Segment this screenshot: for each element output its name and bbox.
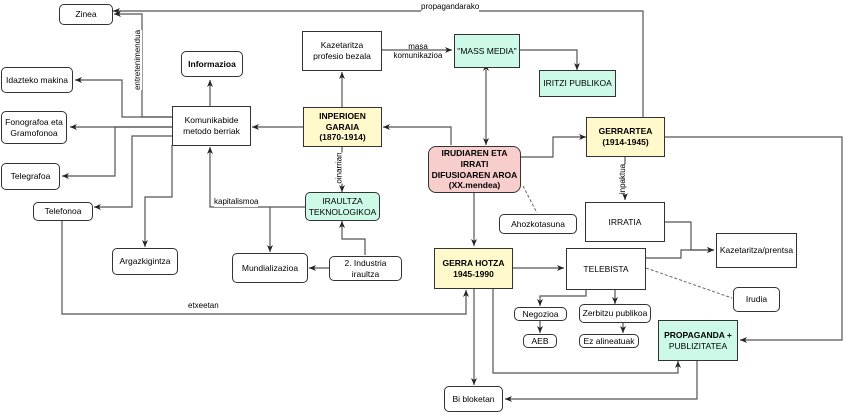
node-zinea[interactable]: Zinea — [59, 4, 113, 25]
edge-irudiaren-gerrartea — [521, 134, 586, 158]
node-propaganda-sub: PUBLIZITATEA — [668, 340, 728, 351]
node-mass-media[interactable]: "MASS MEDIA" — [454, 34, 520, 68]
edge-telefonoa — [94, 135, 172, 210]
node-mundializazioa-label: Mundializazioa — [241, 262, 299, 273]
node-ahozkotasuna[interactable]: Ahozkotasuna — [499, 214, 577, 234]
node-gerrartea-title: GERRARTEA — [598, 126, 653, 137]
node-irudia-label: Irudia — [745, 294, 768, 305]
edge-entretenimendua — [114, 11, 172, 118]
node-telebista-label: TELEBISTA — [583, 263, 629, 274]
edge-telebista-kazetaritza — [646, 247, 714, 259]
node-telebista[interactable]: TELEBISTA — [566, 248, 646, 290]
node-gerrartea[interactable]: GERRARTEA (1914-1945) — [586, 117, 665, 157]
label-oinarrian: oinarrian — [334, 152, 344, 184]
node-telefonoa-label: Telefonoa — [44, 206, 82, 217]
edge-industria-iraultza — [339, 221, 366, 255]
node-fonografoa-label: Fonografoa eta Gramofonoa — [5, 116, 63, 138]
edge-gerrahotza-propaganda — [492, 289, 681, 374]
edge-dashed-ahozkotasuna — [522, 185, 538, 214]
node-irudiaren-title: IRUDIAREN ETA IRRATI DIFUSIOAREN AROA — [431, 148, 518, 180]
edge-kapitalismoa — [207, 147, 305, 208]
node-komunikabide-label: Komunikabide metodo berriak — [183, 115, 240, 136]
node-kazetaritza-prentsa[interactable]: Kazetaritza/prentsa — [716, 233, 797, 268]
edge-etxeetan — [61, 218, 469, 315]
edge-irudiaren-inperioen — [383, 124, 452, 145]
node-zerbitzu-label: Zerbitzu publikoa — [582, 308, 648, 319]
node-gerra-hotza-title: GERRA HOTZA — [442, 257, 505, 268]
node-iraultza-label: IRAULTZA TEKNOLOGIKOA — [308, 195, 377, 217]
edge-telegrafoa — [62, 126, 172, 179]
node-zinea-label: Zinea — [75, 9, 97, 20]
label-propagandarako: propagandarako — [421, 2, 480, 12]
node-telefonoa[interactable]: Telefonoa — [33, 202, 93, 221]
edge-propaganda-bibloketan — [505, 361, 698, 402]
node-industria-iraultza-label: 2. Industria iraultza — [344, 257, 387, 279]
node-komunikabide[interactable]: Komunikabide metodo berriak — [172, 106, 251, 146]
node-industria-iraultza[interactable]: 2. Industria iraultza — [329, 256, 402, 281]
edge-propagandarako — [113, 8, 644, 117]
node-irudia[interactable]: Irudia — [733, 287, 780, 312]
label-etxeetan: etxeetan — [188, 301, 219, 311]
node-telegrafoa-label: Telegrafoa — [10, 171, 51, 182]
node-negozioa-label: Negozioa — [522, 308, 559, 319]
node-aeb[interactable]: AEB — [523, 334, 557, 348]
node-iritzi-publikoa-label: IRITZI PUBLIKOA — [543, 78, 612, 89]
label-kapitalismoa: kapitalismoa — [214, 197, 259, 207]
node-irratia[interactable]: IRRATIA — [585, 202, 665, 242]
node-argazkigintza-label: Argazkigintza — [119, 256, 171, 267]
node-aeb-label: AEB — [531, 335, 549, 346]
node-bi-bloketan-label: Bi bloketan — [452, 393, 495, 404]
node-irudiaren-sub: (XX.mendea) — [448, 180, 501, 191]
node-zerbitzu-publikoa[interactable]: Zerbitzu publikoa — [579, 304, 651, 323]
label-entretenimendua: entretenimendua — [133, 29, 143, 91]
node-argazkigintza[interactable]: Argazkigintza — [112, 248, 178, 275]
node-idazteko-makina[interactable]: Idazteko makina — [1, 67, 73, 93]
node-inperioen-garaia[interactable]: INPERIOEN GARAIA (1870-1914) — [303, 107, 382, 147]
edge-gerrartea-propaganda — [665, 136, 843, 343]
node-idazteko-makina-label: Idazteko makina — [6, 74, 68, 85]
edge-irratia-kazetaritza — [665, 221, 714, 253]
edge-idazteko — [75, 77, 172, 118]
node-gerra-hotza[interactable]: GERRA HOTZA 1945-1990 — [434, 248, 513, 289]
node-kazetaritza-prentsa-label: Kazetaritza/prentsa — [719, 245, 794, 256]
node-negozioa[interactable]: Negozioa — [514, 307, 567, 321]
label-inpaktua: inpaktua — [618, 163, 628, 195]
edge-mass-iritzi — [520, 49, 580, 70]
node-informazioa[interactable]: Informazioa — [181, 51, 243, 77]
label-masa-komunikazioa-text: masa komunikazioa — [393, 42, 443, 60]
edge-dashed-irudia — [645, 267, 733, 299]
node-irudiaren-aroa[interactable]: IRUDIAREN ETA IRRATI DIFUSIOAREN AROA (X… — [428, 146, 521, 193]
node-bi-bloketan[interactable]: Bi bloketan — [444, 386, 503, 412]
node-iraultza-teknologikoa[interactable]: IRAULTZA TEKNOLOGIKOA — [305, 192, 380, 221]
node-iritzi-publikoa[interactable]: IRITZI PUBLIKOA — [539, 70, 616, 97]
node-irratia-label: IRRATIA — [608, 216, 642, 227]
node-ez-alineatuak[interactable]: Ez alineatuak — [579, 334, 639, 348]
node-telegrafoa[interactable]: Telegrafoa — [1, 163, 60, 190]
node-inperioen-dates: (1870-1914) — [319, 132, 366, 143]
label-masa-komunikazioa: masa komunikazioa — [389, 42, 447, 61]
node-gerrartea-dates: (1914-1945) — [602, 137, 649, 147]
edge-telebista-negozioa — [537, 290, 587, 306]
node-fonografoa[interactable]: Fonografoa eta Gramofonoa — [1, 111, 67, 144]
node-ahozkotasuna-label: Ahozkotasuna — [511, 218, 565, 229]
node-informazioa-label: Informazioa — [188, 58, 236, 69]
node-kazetaritza-profesio[interactable]: Kazetaritza profesio bezala — [302, 31, 382, 71]
node-propaganda-title: PROPAGANDA + — [664, 329, 732, 340]
node-gerra-hotza-dates: 1945-1990 — [453, 268, 494, 279]
node-ez-alineatuak-label: Ez alineatuak — [583, 335, 635, 346]
node-kazetaritza-profesio-label: Kazetaritza profesio bezala — [313, 40, 371, 61]
node-propaganda[interactable]: PROPAGANDA + PUBLIZITATEA — [658, 320, 738, 361]
node-mundializazioa[interactable]: Mundializazioa — [232, 253, 308, 283]
node-mass-media-label: "MASS MEDIA" — [457, 45, 517, 56]
node-inperioen-title: INPERIOEN GARAIA — [319, 111, 366, 132]
edge-argazkigintza — [142, 145, 173, 247]
